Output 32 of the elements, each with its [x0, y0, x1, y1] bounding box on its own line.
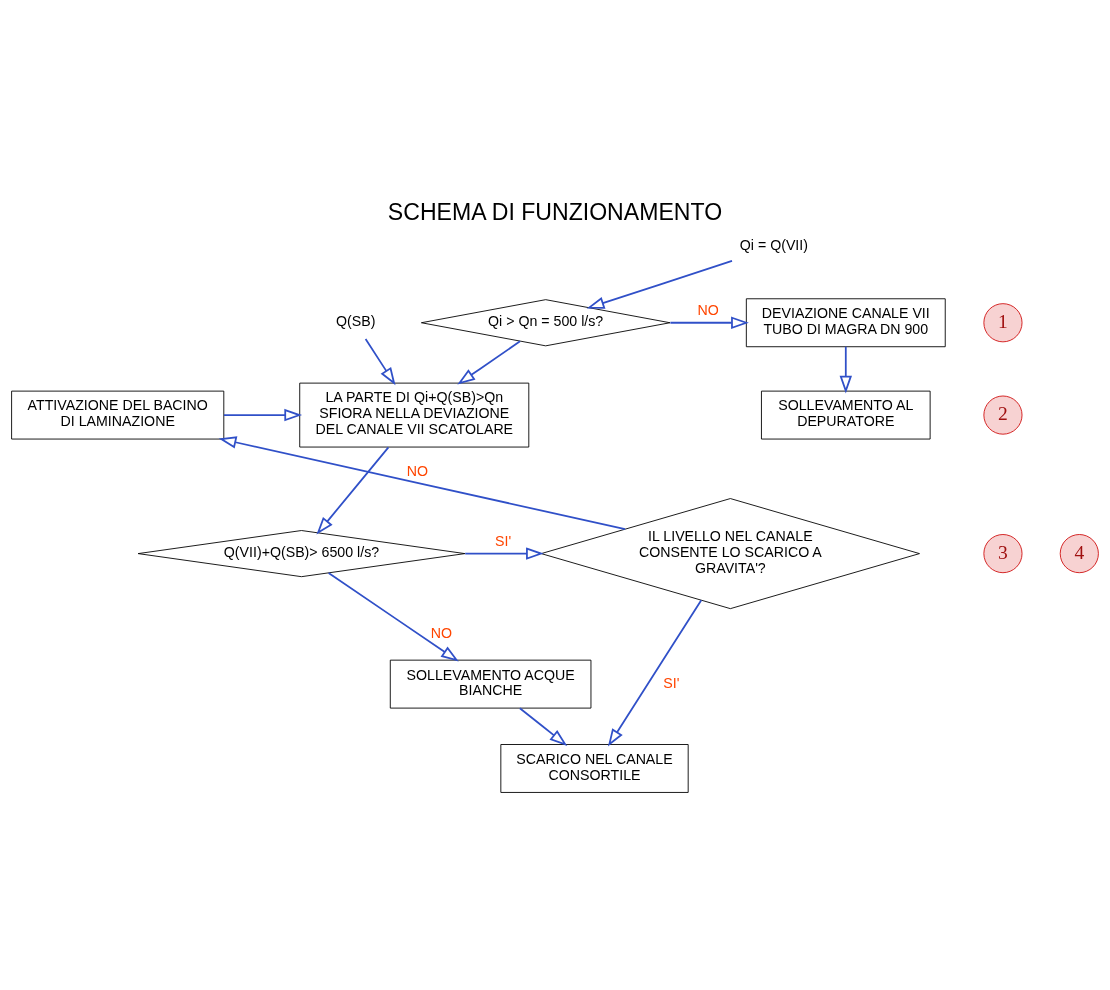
edge-label: SI': [663, 674, 680, 691]
node-text: Qi = Q(VII): [739, 236, 808, 253]
node-circle: 4: [1059, 534, 1099, 574]
arrow: [518, 707, 568, 746]
arrow: [457, 340, 521, 385]
node-box: SOLLEVAMENTO ACQUE BIANCHE: [389, 659, 592, 709]
node-diamond: IL LIVELLO NEL CANALE CONSENTE LO SCARICO A GRAVITA'?: [540, 498, 920, 610]
diagram-title: SCHEMA DI FUNZIONAMENTO: [387, 198, 723, 225]
edge-label: NO: [430, 624, 452, 641]
node-box: DEVIAZIONE CANALE VII TUBO DI MAGRA DN 900: [745, 298, 946, 348]
arrow: [218, 436, 626, 531]
edge-label: NO: [406, 463, 429, 480]
arrow: [586, 260, 733, 309]
edge-label: NO: [697, 302, 719, 319]
node-circle: 1: [983, 303, 1023, 343]
node-diamond: Q(VII)+Q(SB)> 6500 l/s?: [137, 530, 466, 578]
arrow: [316, 446, 390, 535]
node-text: Q(SB): [335, 313, 376, 330]
arrow: [223, 408, 303, 422]
arrow: [669, 316, 749, 329]
arrow: [839, 345, 852, 394]
arrow: [607, 599, 703, 747]
node-box: SCARICO NEL CANALE CONSORTILE: [500, 744, 689, 793]
edge-label: SI': [494, 533, 512, 550]
arrow: [327, 572, 459, 662]
node-circle: 3: [983, 534, 1023, 574]
node-circle: 2: [983, 395, 1023, 435]
arrow: [464, 547, 544, 560]
arrow: [364, 338, 396, 386]
node-box: ATTIVAZIONE DEL BACINO DI LAMINAZIONE: [11, 390, 225, 440]
node-box: LA PARTE DI Qi+Q(SB)>Qn SFIORA NELLA DEVIAZIONE DEL CANALE VII SCATOLARE: [299, 382, 530, 448]
node-box: SOLLEVAMENTO AL DEPURATORE: [761, 390, 931, 440]
